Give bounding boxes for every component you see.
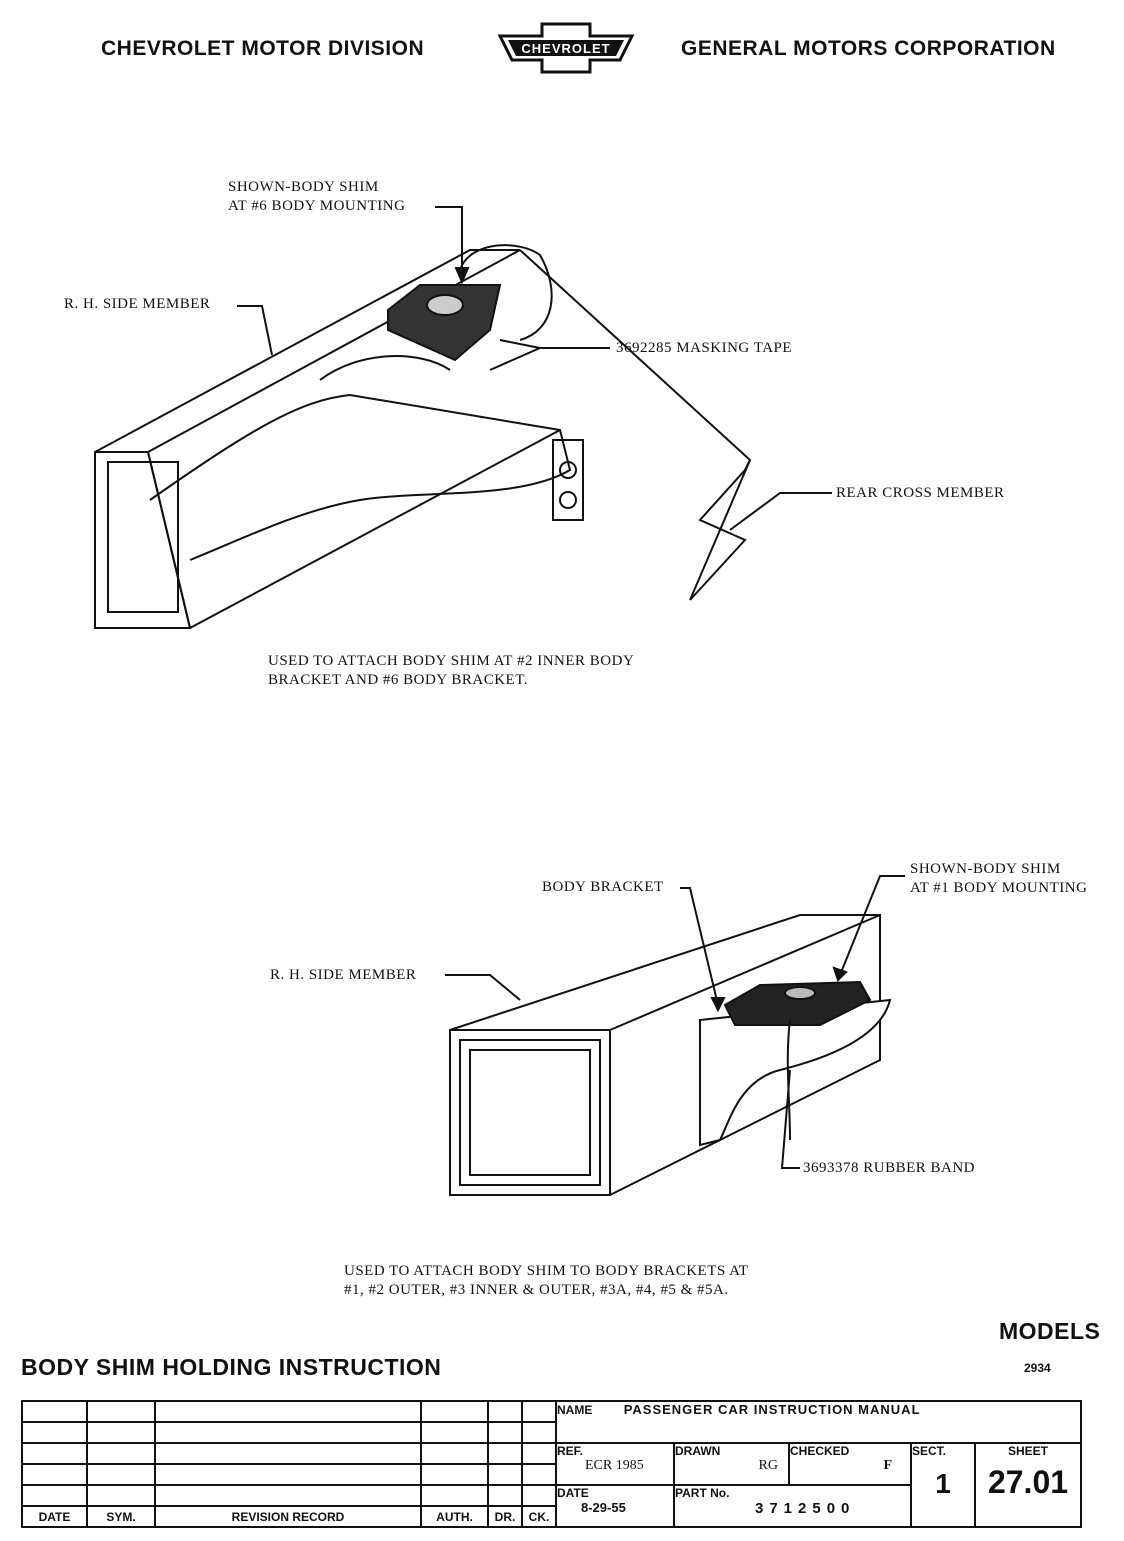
ref-label: REF. (557, 1444, 584, 1458)
ref-value: ECR 1985 (585, 1458, 644, 1473)
checked-label: CHECKED (790, 1444, 850, 1458)
header-corporation: GENERAL MOTORS CORPORATION (681, 37, 1056, 60)
callout-shim-1: SHOWN-BODY SHIM AT #6 BODY MOUNTING (228, 178, 405, 216)
callout-rubber-band: 3693378 RUBBER BAND (803, 1160, 976, 1176)
bowtie-icon: CHEVROLET (497, 22, 635, 74)
drawn-label: DRAWN (675, 1444, 721, 1458)
header-division: CHEVROLET MOTOR DIVISION (101, 37, 425, 60)
callout-line: AT #1 BODY MOUNTING (910, 880, 1088, 896)
callout-line: SHOWN-BODY SHIM (228, 179, 379, 195)
sect-value: 1 (935, 1468, 951, 1499)
caption-line: BRACKET AND #6 BODY BRACKET. (268, 672, 528, 688)
rev-header-ck: CK. (521, 1505, 557, 1528)
date-value: 8-29-55 (581, 1500, 626, 1515)
sect-label: SECT. (912, 1444, 947, 1458)
rev-header-sym: SYM. (86, 1505, 156, 1528)
date-label: DATE (557, 1486, 589, 1500)
sheet-label: SHEET (1007, 1444, 1048, 1458)
rev-header-record: REVISION RECORD (154, 1505, 422, 1528)
callout-line: SHOWN-BODY SHIM (910, 861, 1061, 877)
part-label: PART No. (675, 1486, 730, 1500)
models-value: 2934 (1024, 1361, 1051, 1375)
caption-line: #1, #2 OUTER, #3 INNER & OUTER, #3A, #4,… (344, 1282, 729, 1298)
title-block: NAME PASSENGER CAR INSTRUCTION MANUAL RE… (21, 1400, 1082, 1528)
models-label: MODELS (999, 1318, 1101, 1344)
figure2-caption: USED TO ATTACH BODY SHIM TO BODY BRACKET… (344, 1262, 748, 1300)
callout-shim-2: SHOWN-BODY SHIM AT #1 BODY MOUNTING (910, 860, 1087, 898)
logo-text: CHEVROLET (521, 41, 610, 56)
sheet-value: 27.01 (987, 1464, 1069, 1500)
chevrolet-logo: CHEVROLET (492, 22, 640, 74)
name-value: PASSENGER CAR INSTRUCTION MANUAL (623, 1402, 921, 1417)
checked-value: F (883, 1458, 892, 1473)
figure1-caption: USED TO ATTACH BODY SHIM AT #2 INNER BOD… (268, 652, 634, 690)
name-label: NAME (557, 1403, 593, 1417)
callout-line: AT #6 BODY MOUNTING (228, 198, 406, 214)
callout-masking-tape: 3692285 MASKING TAPE (616, 340, 793, 356)
part-value: 3712500 (755, 1500, 856, 1517)
rev-header-date: DATE (21, 1505, 88, 1528)
caption-line: USED TO ATTACH BODY SHIM AT #2 INNER BOD… (268, 653, 635, 669)
caption-line: USED TO ATTACH BODY SHIM TO BODY BRACKET… (344, 1263, 749, 1279)
callout-rear-cross-member: REAR CROSS MEMBER (836, 485, 1005, 501)
document-title: BODY SHIM HOLDING INSTRUCTION (21, 1354, 442, 1380)
drawn-value: RG (758, 1458, 778, 1473)
callout-side-member-1: R. H. SIDE MEMBER (64, 296, 211, 312)
rev-header-dr: DR. (487, 1505, 523, 1528)
callout-body-bracket: BODY BRACKET (542, 879, 664, 895)
callout-side-member-2: R. H. SIDE MEMBER (270, 967, 417, 983)
rev-header-auth: AUTH. (420, 1505, 489, 1528)
